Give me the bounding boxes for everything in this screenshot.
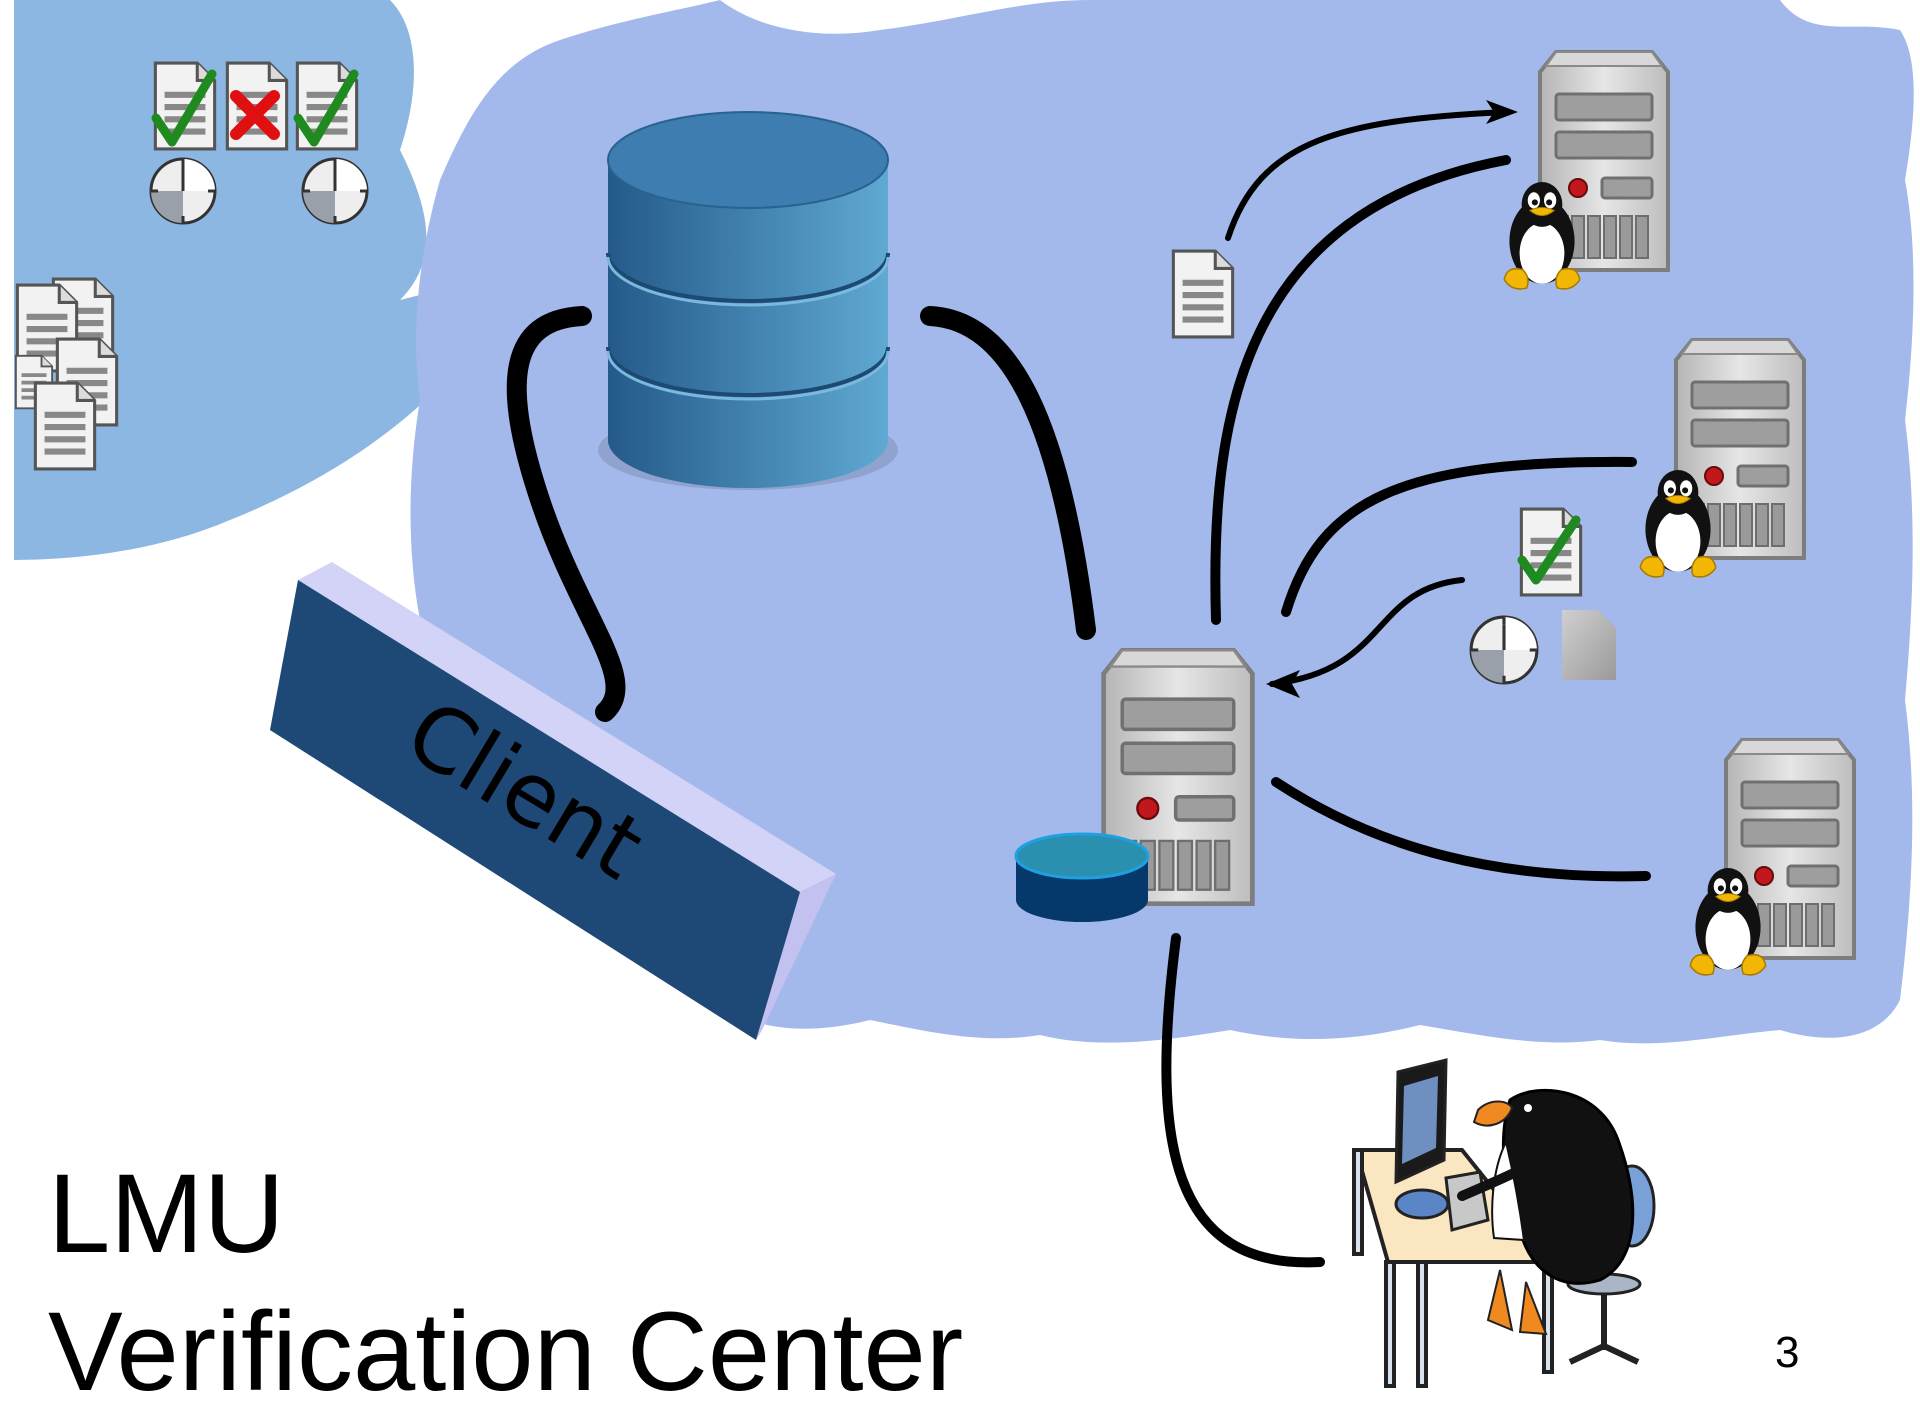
document-icon xyxy=(35,383,94,469)
arrowhead-left xyxy=(1266,670,1300,698)
database-icon xyxy=(598,111,898,490)
small-database-icon xyxy=(1014,832,1150,922)
grey-document-icon xyxy=(1562,610,1616,680)
document-icon xyxy=(1173,251,1232,337)
result-arrow-line xyxy=(1269,577,1465,687)
arrowhead-right xyxy=(1486,100,1518,124)
server-to-user-connector xyxy=(1161,933,1325,1268)
clock-icon xyxy=(1469,615,1539,685)
penguin-at-computer-illustration xyxy=(1352,1058,1656,1388)
db-server-connector xyxy=(920,306,1096,640)
server-links xyxy=(1161,109,1651,1268)
page-number: 3 xyxy=(1775,1328,1800,1377)
check-icon xyxy=(293,69,359,147)
title-line-2: Verification Center xyxy=(48,1289,964,1414)
title-line-1: LMU xyxy=(48,1151,285,1276)
cross-icon xyxy=(230,90,280,140)
dispatch-arrow-line xyxy=(1225,109,1509,241)
clock-icon xyxy=(301,157,369,225)
check-icon xyxy=(1517,515,1581,585)
check-icon xyxy=(151,69,217,147)
thick-connectors xyxy=(506,306,1096,722)
db-client-connector xyxy=(506,306,626,722)
left-cloud xyxy=(14,0,520,560)
clock-icon xyxy=(149,157,217,225)
